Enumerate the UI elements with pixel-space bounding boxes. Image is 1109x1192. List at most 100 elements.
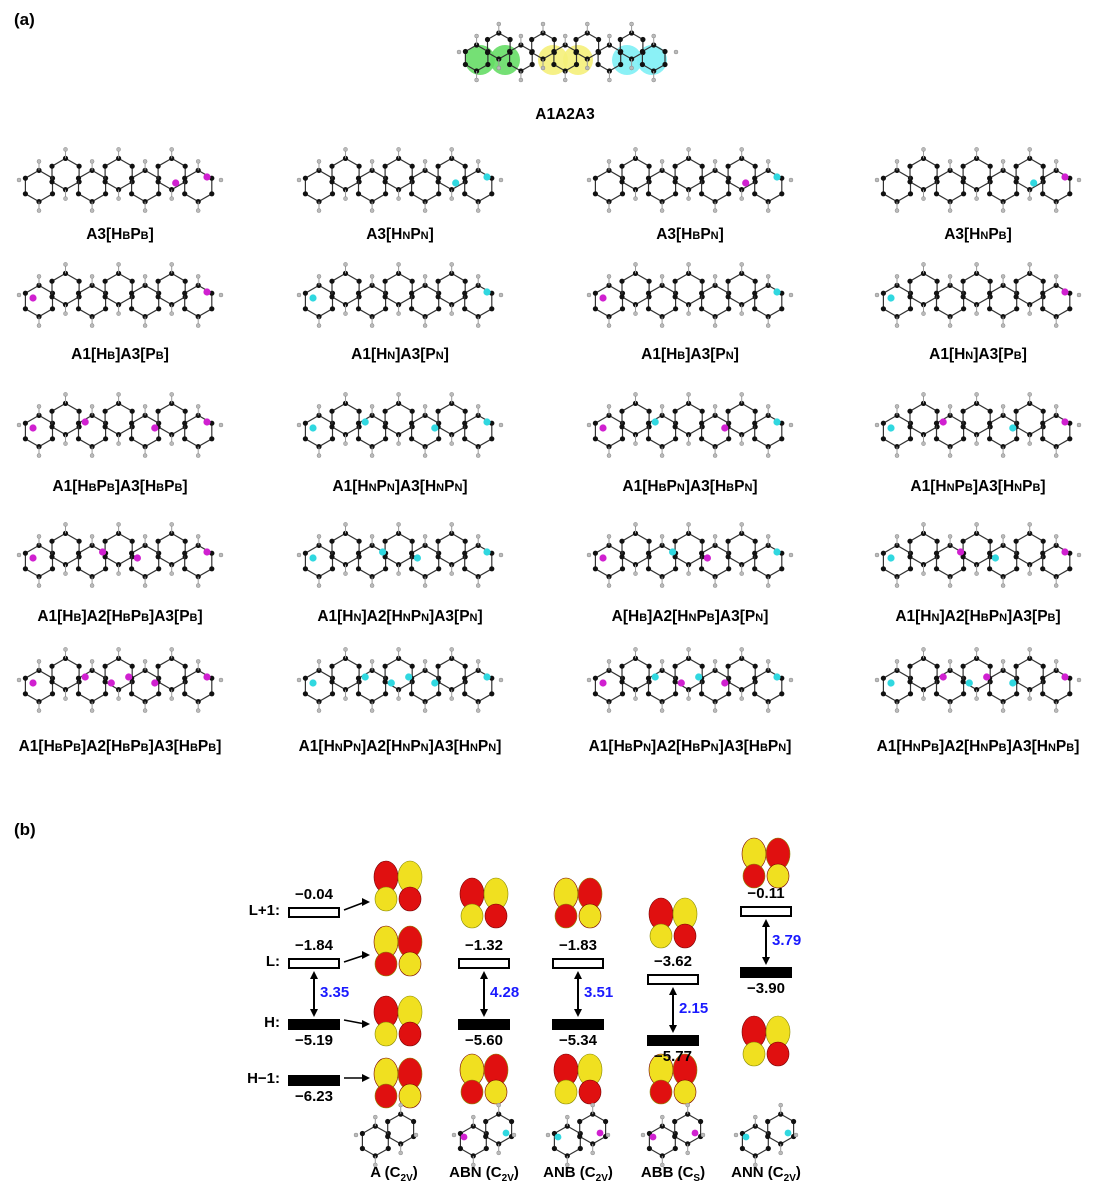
nitrogen-atom-marker <box>773 173 781 181</box>
molecule-caption: A1[HN]A3[PB] <box>929 346 1027 363</box>
homo-lumo-gap-value: 3.51 <box>584 984 614 1001</box>
molecule-structure-8 <box>16 392 224 458</box>
orbital-energy-value: −1.84 <box>295 937 333 954</box>
boron-atom-marker <box>1061 418 1069 426</box>
molecule-caption: A1[HNPN]A2[HNPN]A3[HNPN] <box>298 738 502 755</box>
nitrogen-atom-marker <box>483 548 491 556</box>
occupied-level-bar <box>740 967 792 978</box>
nitrogen-atom-marker <box>483 288 491 296</box>
molecule-caption: A1[HBPN]A3[HBPN] <box>622 478 758 495</box>
orbital-energy-value: −3.62 <box>654 953 692 970</box>
nitrogen-atom-marker <box>483 173 491 181</box>
nitrogen-atom-marker <box>773 288 781 296</box>
molecular-orbital-plot <box>459 1053 509 1105</box>
molecular-orbital-plot <box>373 995 423 1047</box>
molecular-orbital-plot <box>373 925 423 977</box>
level-name-lumo: L: <box>265 953 280 970</box>
boron-atom-marker <box>1061 288 1069 296</box>
nitrogen-atom-marker <box>887 554 895 562</box>
occupied-level-bar <box>458 1019 510 1030</box>
level-name-homo: H: <box>264 1014 280 1031</box>
molecule-parent-a1a2a3 <box>456 21 679 83</box>
nitrogen-atom-marker <box>379 548 387 556</box>
molecular-orbital-plot <box>553 1053 603 1105</box>
boron-atom-marker <box>172 179 180 187</box>
boron-atom-marker <box>29 294 37 302</box>
molecular-orbital-plot <box>459 877 509 929</box>
boron-atom-marker <box>1061 548 1069 556</box>
molecular-orbital-plot <box>373 1057 423 1109</box>
molecule-caption: A1[HN]A3[PN] <box>351 346 449 363</box>
panel-b-label: (b) <box>14 820 36 839</box>
unoccupied-level-bar <box>288 907 340 918</box>
orbital-pointer-arrow <box>344 1074 370 1082</box>
molecule-structure-5 <box>296 262 504 328</box>
nitrogen-atom-marker <box>991 554 1000 562</box>
nitrogen-atom-marker <box>361 673 369 681</box>
base-structure-sketch <box>451 1102 517 1168</box>
unoccupied-level-bar <box>288 958 340 969</box>
boron-atom-marker <box>721 679 729 687</box>
molecule-structure-9 <box>296 392 504 458</box>
boron-atom-marker <box>599 294 607 302</box>
molecular-orbital-plot <box>553 877 603 929</box>
molecule-structure-13 <box>296 522 504 588</box>
level-name-homo-minus-1: H−1: <box>247 1070 280 1087</box>
nitrogen-atom-marker <box>309 554 317 562</box>
boron-atom-marker <box>957 548 965 556</box>
molecule-caption: A1[HNPB]A3[HNPB] <box>910 478 1046 495</box>
molecular-orbital-plot <box>741 837 791 889</box>
gap-double-arrow <box>310 971 318 1017</box>
molecule-caption: A1[HBPB]A2[HBPB]A3[HBPB] <box>18 738 222 755</box>
nitrogen-atom-marker <box>361 418 369 426</box>
base-structure-sketch <box>545 1102 611 1168</box>
gap-double-arrow <box>480 971 488 1017</box>
nitrogen-atom-marker <box>887 294 895 302</box>
molecule-structure-16 <box>16 647 224 713</box>
nitrogen-atom-marker <box>695 673 703 681</box>
homo-lumo-gap-value: 4.28 <box>490 984 520 1001</box>
boron-atom-marker <box>721 424 729 432</box>
molecular-orbital-plot <box>741 1015 791 1067</box>
panel-a-label: (a) <box>14 10 35 29</box>
base-structure-sketch <box>640 1102 706 1168</box>
nitrogen-atom-marker <box>887 679 895 687</box>
molecule-structure-15 <box>874 522 1082 588</box>
boron-atom-marker <box>203 173 211 181</box>
boron-atom-marker <box>81 418 89 426</box>
molecule-structure-17 <box>296 647 504 713</box>
structure-label: A (C2V) <box>370 1164 418 1184</box>
orbital-energy-value: −5.34 <box>559 1032 597 1049</box>
orbital-energy-value: −5.60 <box>465 1032 503 1049</box>
boron-atom-marker <box>703 554 712 562</box>
orbital-energy-value: −3.90 <box>747 980 785 997</box>
orbital-energy-value: −6.23 <box>295 1088 333 1105</box>
nitrogen-atom-marker <box>1030 179 1038 187</box>
homo-lumo-gap-value: 2.15 <box>679 1000 709 1017</box>
base-structure-sketch <box>733 1102 799 1168</box>
nitrogen-atom-marker <box>887 424 895 432</box>
nitrogen-atom-marker <box>773 418 781 426</box>
boron-atom-marker <box>151 679 159 687</box>
boron-atom-marker <box>125 673 133 681</box>
molecule-caption: A1[HNPB]A2[HNPB]A3[HNPB] <box>876 738 1080 755</box>
molecule-structure-12 <box>16 522 224 588</box>
unoccupied-level-bar <box>647 974 699 985</box>
orbital-pointer-arrow <box>343 898 370 911</box>
boron-atom-marker <box>29 424 37 432</box>
molecular-orbital-plot <box>648 1053 698 1105</box>
nitrogen-atom-marker <box>309 679 317 687</box>
molecule-caption: A1[HNPN]A3[HNPN] <box>332 478 468 495</box>
orbital-energy-value: −5.19 <box>295 1032 333 1049</box>
gap-double-arrow <box>669 987 677 1033</box>
molecule-structure-3 <box>874 147 1082 213</box>
structure-label: ABN (C2V) <box>449 1164 519 1184</box>
nitrogen-atom-marker <box>669 548 677 556</box>
molecule-caption: A1[HB]A2[HBPB]A3[PB] <box>37 608 203 625</box>
molecule-caption: A1[HBPB]A3[HBPB] <box>52 478 188 495</box>
boron-atom-marker <box>151 424 159 432</box>
molecule-caption: A3[HNPB] <box>944 226 1012 243</box>
structure-label: ABB (CS) <box>640 1164 706 1184</box>
occupied-level-bar <box>552 1019 604 1030</box>
